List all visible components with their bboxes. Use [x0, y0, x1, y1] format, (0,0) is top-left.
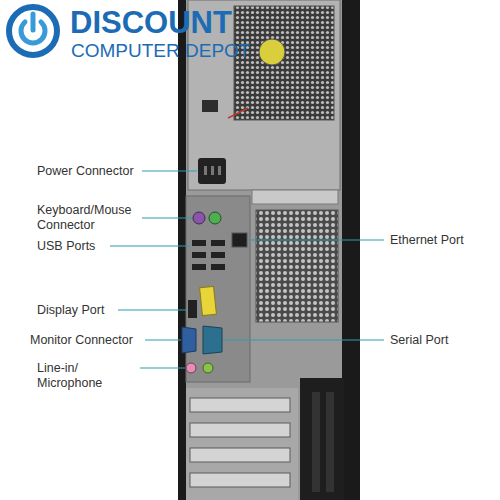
expansion-slot [190, 473, 290, 487]
leader-line [110, 246, 190, 247]
usb-port [211, 240, 225, 246]
leader-line [145, 340, 181, 341]
usb-port [211, 252, 225, 258]
back-panel [186, 0, 342, 500]
part-label: USB Ports [37, 239, 95, 254]
audio-jack [186, 363, 196, 373]
usb-port [192, 264, 206, 270]
computer-case [178, 0, 360, 500]
part-label: Monitor Connector [30, 333, 133, 348]
expansion-slot [190, 448, 290, 462]
part-label: Display Port [37, 303, 104, 318]
audio-jack [203, 363, 213, 373]
logo-power-bar [31, 14, 36, 30]
leader-line [118, 310, 187, 311]
usb-port [192, 252, 206, 258]
slot-area [186, 388, 298, 500]
socket-pin [204, 166, 207, 175]
usb-port [211, 264, 225, 270]
leader-lines [110, 171, 384, 368]
serial-port [203, 326, 222, 354]
leader-line [142, 171, 197, 172]
part-label: Serial Port [390, 333, 448, 348]
leader-line [248, 240, 384, 241]
brand-name: DISCOUNT [70, 5, 232, 41]
psu-grille [234, 6, 334, 120]
case-fan-grille [256, 210, 338, 322]
psu-switch [202, 100, 218, 112]
ethernet-port [232, 233, 247, 247]
ps2-port [209, 212, 221, 224]
latch-ridge [326, 392, 334, 492]
part-label: Line-in/ Microphone [37, 361, 112, 391]
socket-pin [211, 166, 214, 175]
usb-port [192, 240, 206, 246]
psu-fan-sticker [259, 39, 285, 65]
sticker [200, 286, 217, 315]
power-socket [198, 158, 226, 184]
latch-ridge [312, 392, 320, 492]
part-label: Keyboard/Mouse Connector [37, 203, 137, 233]
logo-ring [9, 7, 57, 55]
leader-line [223, 340, 384, 341]
part-label: Ethernet Port [390, 233, 464, 248]
part-label: Power Connector [37, 164, 134, 179]
expansion-slot [190, 398, 290, 412]
display-port [188, 300, 197, 318]
ps2-port [193, 212, 205, 224]
panel-plate [252, 190, 338, 204]
psu-wire [228, 108, 248, 118]
io-panel [186, 196, 250, 382]
vga-port [182, 327, 196, 353]
case-frame [178, 0, 360, 500]
brand-subtitle: COMPUTER DEPOT [71, 40, 250, 62]
slot-latch [300, 378, 344, 500]
expansion-slot [190, 423, 290, 437]
socket-pin [218, 166, 221, 175]
logo-icon [9, 7, 57, 55]
leader-line [140, 368, 185, 369]
leader-line [142, 218, 192, 219]
